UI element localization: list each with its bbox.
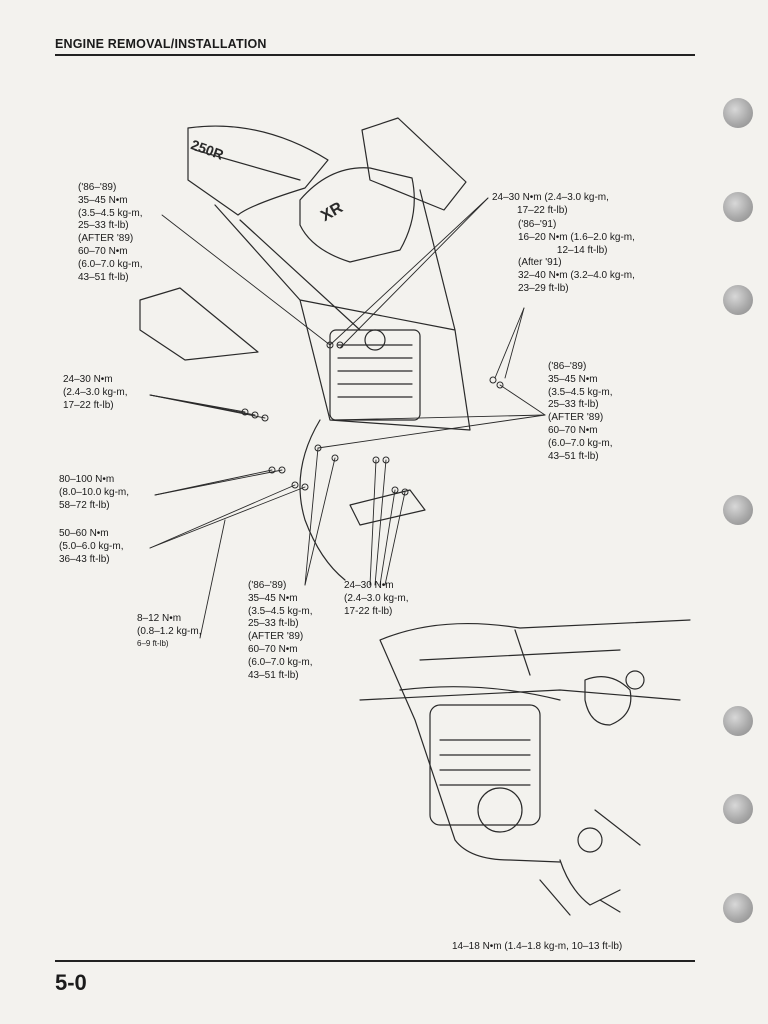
- callout-8-12-ftlb: 6–9 ft-lb): [137, 639, 169, 648]
- footer-rule: [55, 960, 695, 962]
- index-tab-1: [723, 98, 753, 128]
- page-number: 5-0: [55, 970, 87, 995]
- index-tab-7: [723, 893, 753, 923]
- seat-badge: 250R: [189, 136, 226, 162]
- exhaust-pipe: [299, 419, 346, 581]
- seat-outline: [187, 125, 329, 216]
- callout-left-mid: 24–30 N•m (2.4–3.0 kg-m, 17–22 ft-lb): [63, 374, 128, 411]
- engine-block-outline: [329, 329, 421, 421]
- tank-badge: XR: [318, 199, 346, 225]
- shroud-outline: [361, 117, 467, 211]
- callout-right-years: ('86–'91) 16–20 N•m (1.6–2.0 kg-m, 12–14…: [518, 219, 635, 294]
- index-tab-3: [723, 285, 753, 315]
- callout-right-mid: ('86–'89) 35–45 N•m (3.5–4.5 kg-m, 25–33…: [548, 361, 613, 462]
- fuel-tank-outline: [299, 167, 415, 263]
- callout-bottom-center: ('86–'89) 35–45 N•m (3.5–4.5 kg-m, 25–33…: [248, 580, 313, 681]
- page-header-title: ENGINE REMOVAL/INSTALLATION: [55, 37, 267, 51]
- index-tab-4: [723, 495, 753, 525]
- callout-left-80-100: 80–100 N•m (8.0–10.0 kg-m, 58–72 ft-lb): [59, 474, 130, 511]
- side-cover-outline: [139, 287, 259, 361]
- lower-engine-outline: [429, 704, 541, 826]
- callout-bottom-24-30: 24–30 N•m (2.4–3.0 kg-m, 17-22 ft-lb): [344, 580, 409, 617]
- index-tab-6: [723, 794, 753, 824]
- header-rule: [55, 54, 695, 56]
- index-tab-5: [723, 706, 753, 736]
- lower-frame-outline: [359, 619, 691, 863]
- frame-tubes: [214, 189, 471, 431]
- index-tab-2: [723, 192, 753, 222]
- callout-upper-left: ('86–'89) 35–45 N•m (3.5–4.5 kg-m, 25–33…: [78, 182, 143, 283]
- callout-bottom-14-18: 14–18 N•m (1.4–1.8 kg-m, 10–13 ft-lb): [452, 941, 623, 952]
- callout-left-50-60: 50–60 N•m (5.0–6.0 kg-m, 36–43 ft-lb): [59, 528, 124, 565]
- callout-top-right: 24–30 N•m (2.4–3.0 kg-m, 17–22 ft-lb): [492, 192, 609, 216]
- callout-8-12: 8–12 N•m (0.8–1.2 kg-m,: [137, 613, 202, 637]
